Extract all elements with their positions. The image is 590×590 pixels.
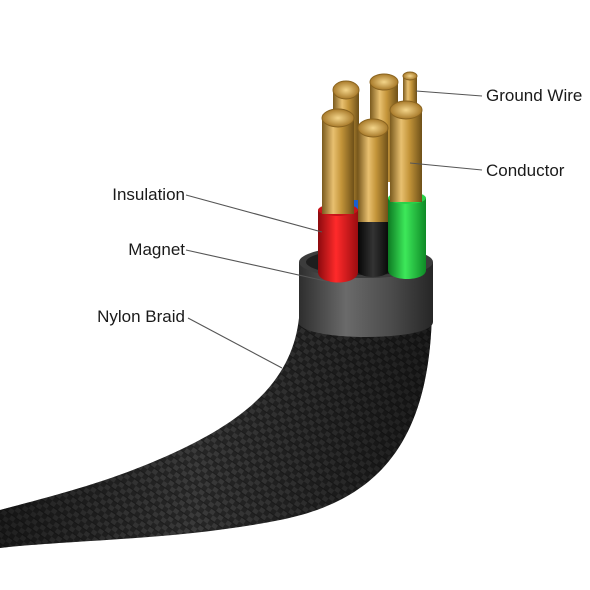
red-insulated-wire xyxy=(318,204,358,283)
leader-lines xyxy=(185,90,483,369)
label-nylon-braid: Nylon Braid xyxy=(97,307,185,326)
label-insulation: Insulation xyxy=(112,185,185,204)
conductor-strand-red xyxy=(321,108,355,214)
conductor-strand-green xyxy=(389,100,423,202)
conductor-strand-black xyxy=(357,118,389,222)
green-insulated-wire xyxy=(388,192,426,279)
nylon-braid-sleeve xyxy=(0,300,432,590)
label-magnet: Magnet xyxy=(128,240,185,259)
leader-ground-wire xyxy=(415,90,483,97)
leader-conductor xyxy=(409,162,483,171)
label-ground-wire: Ground Wire xyxy=(486,86,583,105)
label-conductor: Conductor xyxy=(486,161,565,180)
leader-insulation xyxy=(185,194,323,233)
leader-nylon-braid xyxy=(187,317,283,369)
leader-magnet xyxy=(185,249,331,283)
